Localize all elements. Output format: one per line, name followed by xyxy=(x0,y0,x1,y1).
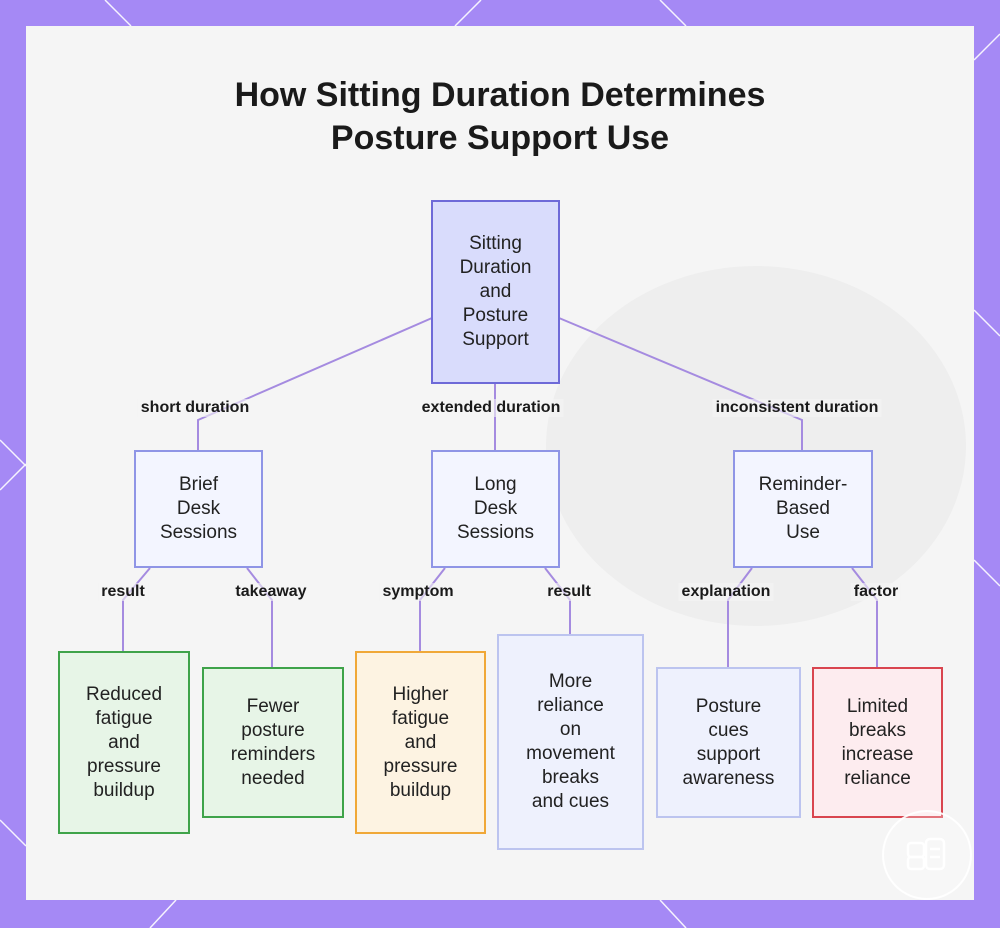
node-more-reliance: More reliance on movement breaks and cue… xyxy=(497,634,644,850)
title-line-2: Posture Support Use xyxy=(330,119,670,157)
node-reminder-based-use: Reminder- Based Use xyxy=(733,450,873,568)
edge-label-extended-duration: extended duration xyxy=(418,399,564,417)
diagram-title: How Sitting Duration Determines Posture … xyxy=(0,74,1000,160)
edge-label-short-duration: short duration xyxy=(137,399,253,417)
node-text: buildup xyxy=(93,779,155,801)
edge-label-symptom: symptom xyxy=(379,583,457,601)
node-text: Reminder- xyxy=(758,474,848,495)
node-text: and cues xyxy=(531,791,610,812)
node-higher-fatigue: Higher fatigue and pressure buildup xyxy=(355,651,486,834)
edge-label-result-2: result xyxy=(544,583,594,601)
node-text: awareness xyxy=(682,767,775,789)
node-text: Sessions xyxy=(159,522,238,543)
edge-result-2 xyxy=(544,567,571,634)
edge-label-inconsistent-duration: inconsistent duration xyxy=(712,399,882,417)
node-text: Reduced xyxy=(85,683,163,705)
node-text: pressure xyxy=(87,755,161,777)
node-brief-desk-sessions: Brief Desk Sessions xyxy=(134,450,263,568)
node-text: Sessions xyxy=(456,522,535,543)
logo-badge-icon xyxy=(906,837,946,871)
node-text: and xyxy=(479,281,512,302)
node-text: cues xyxy=(708,719,749,741)
node-text: reliance xyxy=(537,695,604,716)
node-text: Desk xyxy=(176,498,221,519)
node-fewer-posture-reminders: Fewer posture reminders needed xyxy=(202,667,344,818)
node-text: Support xyxy=(462,329,529,350)
logo-badge xyxy=(882,810,972,900)
node-text: reminders xyxy=(230,743,316,765)
edge-result-1 xyxy=(122,567,151,651)
edge-symptom xyxy=(419,567,446,651)
node-text: pressure xyxy=(383,755,458,777)
node-text: Sitting xyxy=(469,233,522,254)
edge-label-factor: factor xyxy=(850,583,902,601)
edge-label-takeaway: takeaway xyxy=(232,583,310,601)
node-text: Desk xyxy=(473,498,518,519)
node-text: Higher xyxy=(392,683,449,705)
node-text: buildup xyxy=(389,779,452,801)
node-sitting-duration-and-posture-support: Sitting Duration and Posture Support xyxy=(431,200,560,384)
node-text: support xyxy=(696,743,761,765)
node-text: increase xyxy=(841,743,914,765)
node-reduced-fatigue: Reduced fatigue and pressure buildup xyxy=(58,651,190,834)
node-text: Posture xyxy=(462,305,529,326)
node-text: fatigue xyxy=(95,707,153,729)
edge-short-duration xyxy=(197,317,433,450)
node-text: and xyxy=(404,731,437,753)
node-text: Posture xyxy=(695,695,762,717)
node-text: on xyxy=(559,719,582,740)
node-text: breaks xyxy=(848,719,906,741)
node-text: breaks xyxy=(541,767,599,788)
node-limited-breaks: Limited breaks increase reliance xyxy=(812,667,943,818)
edge-label-explanation: explanation xyxy=(678,583,774,601)
node-text: More xyxy=(548,671,593,692)
node-text: reliance xyxy=(844,767,911,789)
node-text: Long xyxy=(474,474,517,495)
node-long-desk-sessions: Long Desk Sessions xyxy=(431,450,560,568)
node-text: Duration xyxy=(459,257,532,278)
node-text: Based xyxy=(776,498,830,519)
node-text: Limited xyxy=(846,695,909,717)
node-text: movement xyxy=(526,743,615,764)
node-text: Brief xyxy=(178,474,219,495)
title-line-1: How Sitting Duration Determines xyxy=(234,76,766,114)
node-text: needed xyxy=(241,767,305,789)
edge-inconsistent-duration xyxy=(558,317,803,450)
node-text: posture xyxy=(241,719,305,741)
node-posture-cues-awareness: Posture cues support awareness xyxy=(656,667,801,818)
edge-label-result-1: result xyxy=(98,583,148,601)
node-text: Fewer xyxy=(246,695,300,717)
node-text: and xyxy=(108,731,140,753)
node-text: Use xyxy=(786,522,820,543)
node-text: fatigue xyxy=(391,707,450,729)
